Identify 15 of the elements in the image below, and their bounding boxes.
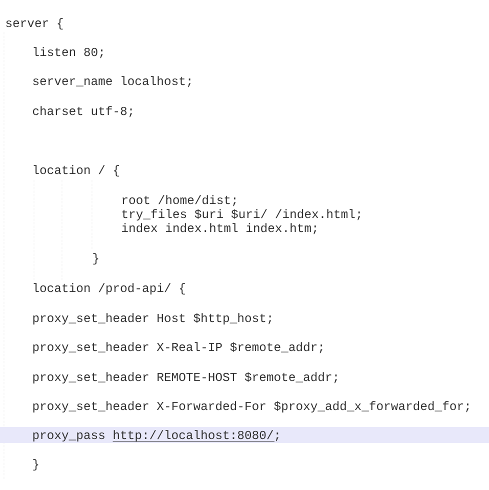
code-line: location / {	[34, 165, 120, 177]
code-line: listen 80;	[34, 47, 103, 58]
code-line: try_files $uri $uri/ /index.html;	[122, 209, 360, 221]
code-line: }	[33, 459, 38, 471]
code-line: index index.html index.htm;	[122, 223, 316, 234]
code-line: location /prod-api/ {	[34, 283, 185, 295]
code-line: }	[93, 253, 98, 265]
code-line: proxy_set_header X-Real-IP $remote_addr;	[33, 342, 322, 354]
code-line: proxy_set_header REMOTE-HOST $remote_addr;	[33, 372, 337, 384]
code-line: server_name localhost;	[33, 76, 191, 88]
code-line: server {	[6, 18, 63, 30]
code-line: proxy_set_header Host $http_host;	[33, 313, 272, 325]
code-line: root /home/dist;	[122, 195, 236, 206]
code-line: charset utf-8;	[32, 106, 132, 118]
code-line: proxy_set_header X-Forwarded-For $proxy_add_x_forwarded_for;	[33, 401, 469, 413]
